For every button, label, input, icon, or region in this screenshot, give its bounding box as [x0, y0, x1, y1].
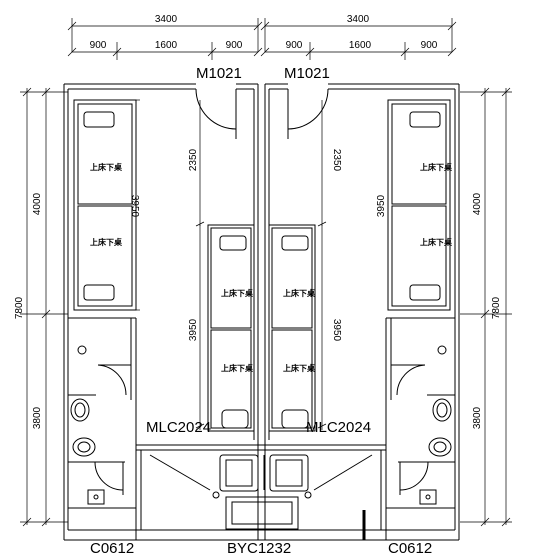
center-right-bed-unit — [268, 224, 327, 432]
dim-center-right-bed-run: 3950 — [331, 319, 342, 342]
dim-right-corridor: 2350 — [331, 149, 342, 172]
bed-label-center-left-2: 上床下桌 — [221, 363, 254, 373]
dim-right-bed-run: 3950 — [376, 194, 387, 217]
dim-left-lower-height: 3800 — [32, 406, 43, 429]
dim-right-upper-height: 4000 — [472, 192, 483, 215]
left-bed-unit — [73, 99, 140, 311]
balcony — [149, 454, 373, 540]
top-dimensions: 3400 3400 900 1600 900 900 1600 900 — [67, 14, 457, 60]
dim-left-upper-height: 4000 — [32, 192, 43, 215]
dim-right-lower-height: 3800 — [472, 406, 483, 429]
left-dimensions: 7800 4000 3800 — [14, 87, 68, 527]
door-label-left: M1021 — [196, 65, 242, 82]
dim-left-seg-3: 900 — [226, 40, 243, 51]
balcony-door-label-right: MLC2024 — [306, 419, 371, 436]
balcony-door-label-left: MLC2024 — [146, 419, 211, 436]
chair-right — [281, 409, 309, 429]
walls — [63, 83, 460, 541]
right-dimensions: 4000 3800 7800 — [460, 87, 512, 527]
right-bathroom — [385, 317, 455, 509]
right-bed-unit — [387, 99, 451, 311]
dim-left-bed-run: 3950 — [129, 195, 140, 218]
dim-right-seg-3: 900 — [421, 40, 438, 51]
bed-label-left-1: 上床下桌 — [90, 162, 123, 172]
dim-left-seg-2: 1600 — [155, 40, 178, 51]
dim-right-total-height: 7800 — [491, 296, 502, 319]
dim-left-total-height: 7800 — [14, 296, 25, 319]
door-label-right: M1021 — [284, 65, 330, 82]
dim-right-total: 3400 — [347, 14, 370, 25]
bed-label-left-2: 上床下桌 — [90, 237, 123, 247]
bed-label-center-right-1: 上床下桌 — [283, 288, 316, 298]
window-label-left: C0612 — [90, 540, 134, 557]
bed-label-right-2: 上床下桌 — [420, 237, 453, 247]
door-left — [195, 88, 237, 139]
bed-label-right-1: 上床下桌 — [420, 162, 453, 172]
bed-label-center-right-2: 上床下桌 — [283, 363, 316, 373]
dim-right-seg-1: 900 — [286, 40, 303, 51]
center-left-bed-unit — [195, 224, 255, 432]
window-label-center: BYC1232 — [227, 540, 291, 557]
bed-label-center-left-1: 上床下桌 — [221, 288, 254, 298]
dim-left-total: 3400 — [155, 14, 178, 25]
dim-center-left-bed-run: 3950 — [188, 318, 199, 341]
left-bathroom — [68, 317, 137, 509]
window-label-right: C0612 — [388, 540, 432, 557]
door-right — [287, 88, 329, 139]
dim-left-corridor: 2350 — [188, 148, 199, 171]
dim-left-seg-1: 900 — [90, 40, 107, 51]
dim-right-seg-2: 1600 — [349, 40, 372, 51]
chair-left — [221, 409, 249, 429]
corridor-dims — [195, 100, 327, 227]
